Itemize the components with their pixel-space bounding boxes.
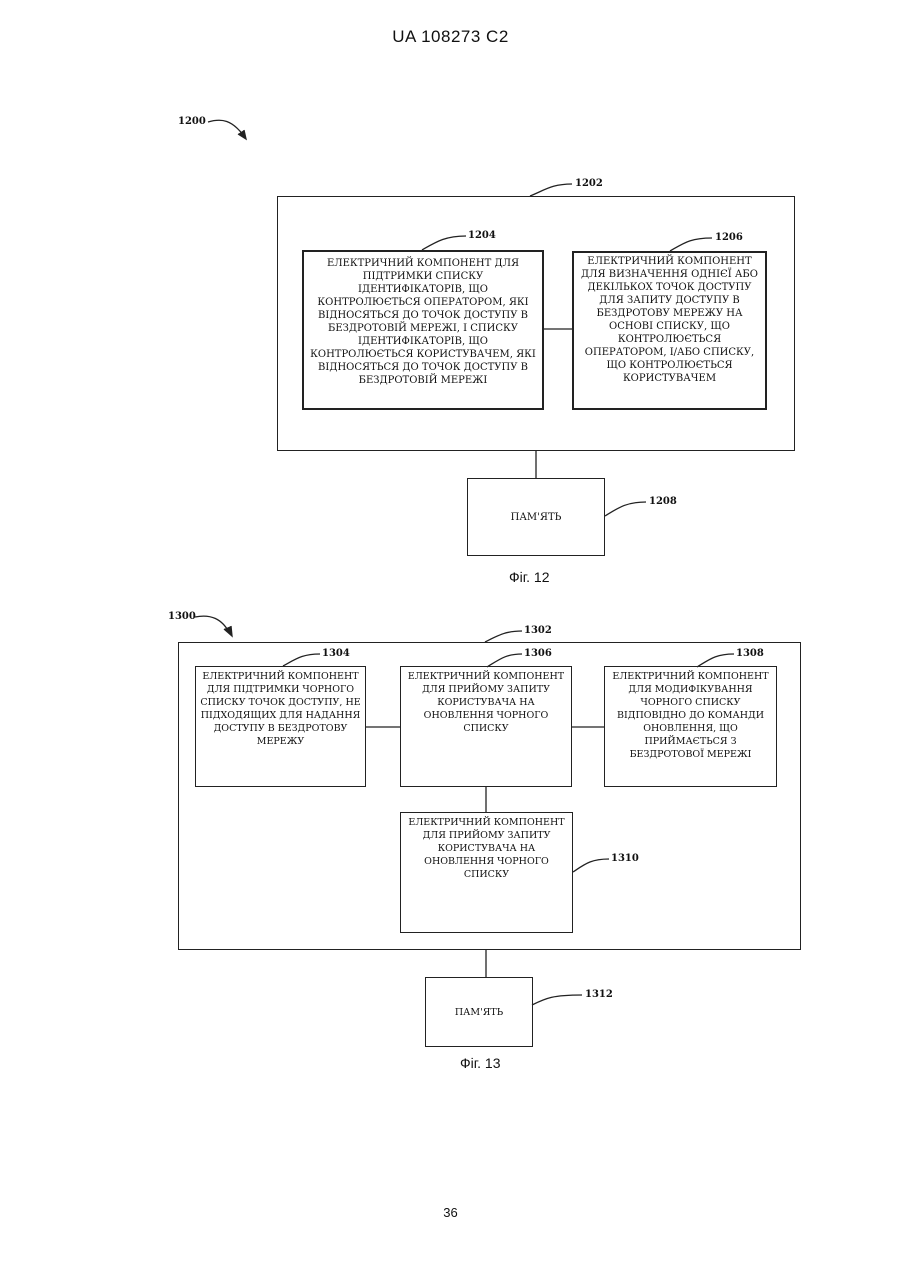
block-1310: ЕЛЕКТРИЧНИЙ КОМПОНЕНТ ДЛЯ ПРИЙОМУ ЗАПИТУ…	[400, 812, 573, 933]
block-1308-text: ЕЛЕКТРИЧНИЙ КОМПОНЕНТ ДЛЯ МОДИФІКУВАННЯ …	[609, 670, 772, 761]
leader-1312	[532, 995, 582, 1005]
leader-1208	[605, 502, 646, 516]
block-1208-text: ПАМ'ЯТЬ	[511, 511, 562, 524]
page-number: 36	[0, 1205, 901, 1220]
block-1208-memory: ПАМ'ЯТЬ	[467, 478, 605, 556]
block-1306-text: ЕЛЕКТРИЧНИЙ КОМПОНЕНТ ДЛЯ ПРИЙОМУ ЗАПИТУ…	[405, 670, 567, 735]
block-1304: ЕЛЕКТРИЧНИЙ КОМПОНЕНТ ДЛЯ ПІДТРИМКИ ЧОРН…	[195, 666, 366, 787]
ref-1302: 1302	[524, 625, 552, 637]
ref-1204: 1204	[468, 230, 496, 242]
arrowhead-1200	[238, 130, 246, 139]
block-1204: ЕЛЕКТРИЧНИЙ КОМПОНЕНТ ДЛЯ ПІДТРИМКИ СПИС…	[302, 250, 544, 410]
ref-1312: 1312	[585, 989, 613, 1001]
figure-13-caption: Фіг. 13	[460, 1055, 501, 1071]
block-1206-text: ЕЛЕКТРИЧНИЙ КОМПОНЕНТ ДЛЯ ВИЗНАЧЕННЯ ОДН…	[578, 255, 761, 385]
ref-1202: 1202	[575, 178, 603, 190]
ref-1304: 1304	[322, 648, 350, 660]
block-1310-text: ЕЛЕКТРИЧНИЙ КОМПОНЕНТ ДЛЯ ПРИЙОМУ ЗАПИТУ…	[405, 816, 568, 881]
block-1312-text: ПАМ'ЯТЬ	[455, 1006, 503, 1019]
block-1204-text: ЕЛЕКТРИЧНИЙ КОМПОНЕНТ ДЛЯ ПІДТРИМКИ СПИС…	[308, 257, 538, 387]
block-1308: ЕЛЕКТРИЧНИЙ КОМПОНЕНТ ДЛЯ МОДИФІКУВАННЯ …	[604, 666, 777, 787]
ref-1300: 1300	[168, 611, 196, 623]
block-1304-text: ЕЛЕКТРИЧНИЙ КОМПОНЕНТ ДЛЯ ПІДТРИМКИ ЧОРН…	[200, 670, 361, 748]
figure-12-caption: Фіг. 12	[509, 569, 550, 585]
ref-1310: 1310	[611, 853, 639, 865]
block-1312-memory: ПАМ'ЯТЬ	[425, 977, 533, 1047]
leader-1300	[195, 616, 230, 634]
leader-1202	[530, 184, 572, 196]
ref-1206: 1206	[715, 232, 743, 244]
ref-1208: 1208	[649, 496, 677, 508]
ref-1306: 1306	[524, 648, 552, 660]
block-1306: ЕЛЕКТРИЧНИЙ КОМПОНЕНТ ДЛЯ ПРИЙОМУ ЗАПИТУ…	[400, 666, 572, 787]
ref-1200: 1200	[178, 116, 206, 128]
block-1206: ЕЛЕКТРИЧНИЙ КОМПОНЕНТ ДЛЯ ВИЗНАЧЕННЯ ОДН…	[572, 251, 767, 410]
leader-1302	[485, 631, 522, 642]
ref-1308: 1308	[736, 648, 764, 660]
